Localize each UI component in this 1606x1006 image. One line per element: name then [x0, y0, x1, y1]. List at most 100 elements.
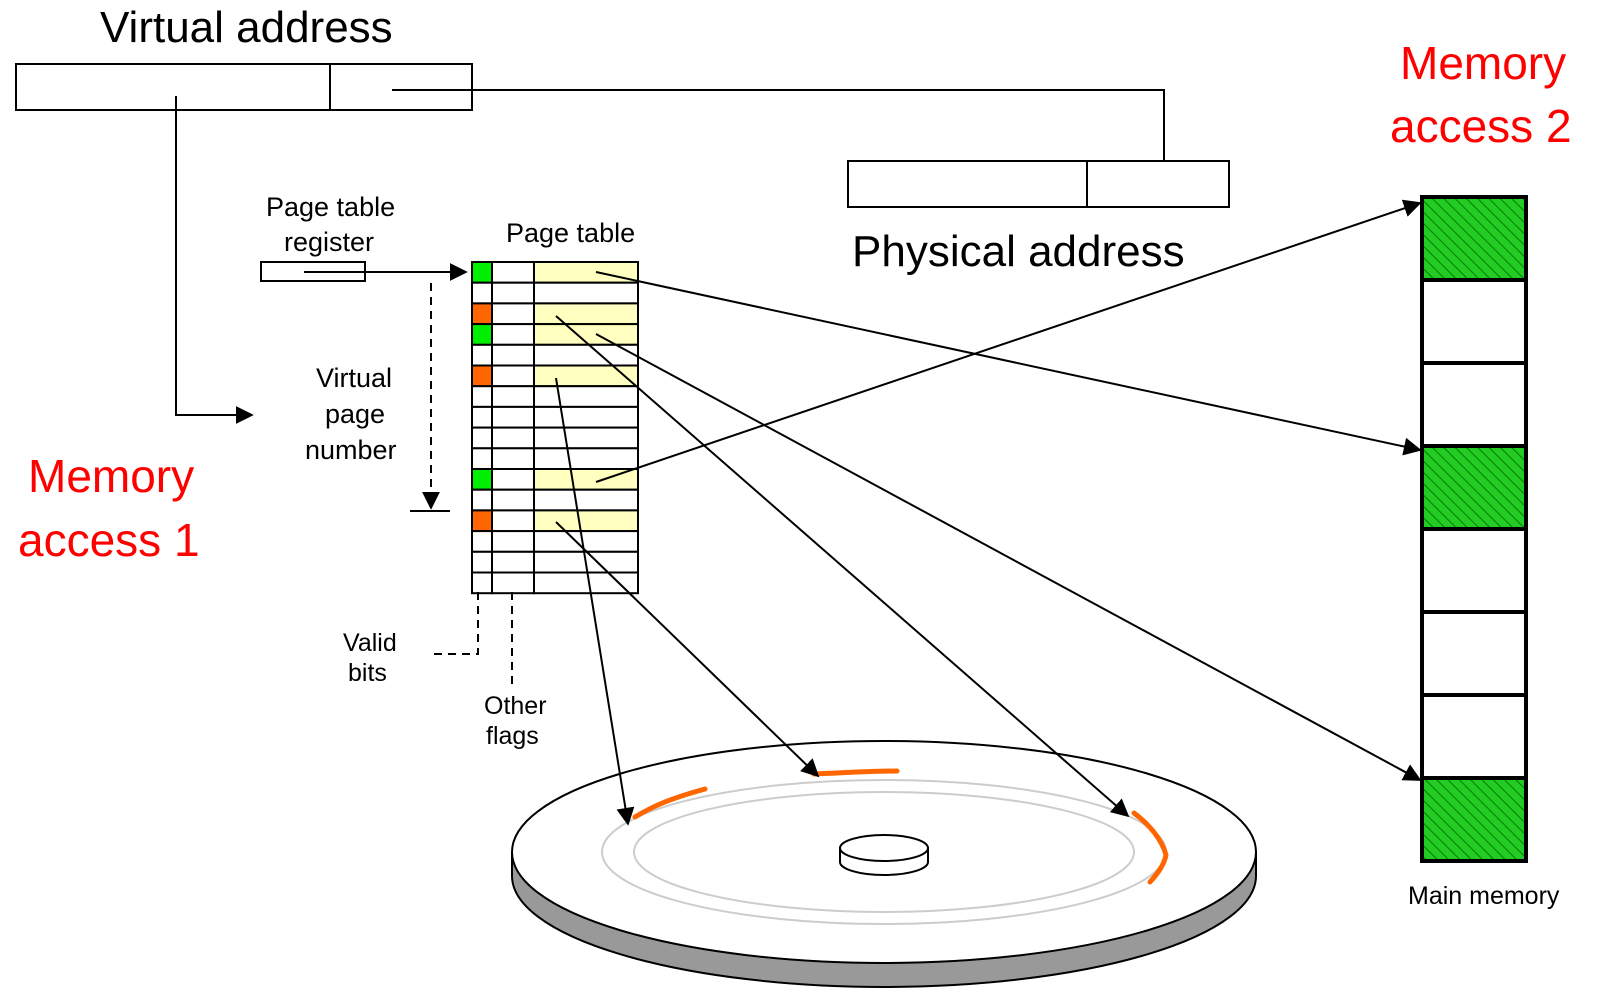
page-table-entry	[471, 405, 639, 429]
flags-cell	[491, 261, 535, 284]
vpn-label-line3: number	[305, 435, 397, 465]
memory-frame-free	[1420, 361, 1528, 448]
frame-number-cell	[533, 405, 639, 429]
flags-cell	[491, 364, 535, 388]
memory-frame-free	[1420, 693, 1528, 780]
flags-cell	[491, 571, 535, 595]
flags-cell	[491, 426, 535, 450]
frame-number-cell	[533, 571, 639, 595]
memory-access-1-label-line1: Memory	[28, 450, 194, 502]
offset-arrow	[392, 89, 1173, 192]
valid-bits-label-line2: bits	[348, 659, 387, 687]
memory-frame-free	[1420, 278, 1528, 365]
memory-access-2-label-line2: access 2	[1390, 100, 1572, 152]
frame-number-cell	[533, 302, 639, 326]
page-table-entry	[471, 468, 639, 491]
other-flags-label-line2: flags	[486, 722, 539, 750]
memory-frame-free	[1420, 610, 1528, 697]
disk-track-inner	[633, 791, 1135, 913]
valid-bit-cell	[471, 530, 493, 553]
valid-bit-cell	[471, 426, 493, 450]
mapping-arrows	[555, 199, 1422, 826]
memory-frame-used	[1420, 776, 1528, 863]
virtual-address-box	[15, 63, 473, 111]
valid-bit-cell	[471, 509, 493, 533]
frame-number-cell	[533, 509, 639, 533]
page-table	[471, 261, 639, 595]
page-table-entry	[471, 550, 639, 574]
valid-bit-cell	[471, 323, 493, 346]
flags-cell	[491, 281, 535, 305]
frame-number-cell	[533, 530, 639, 553]
frame-number-cell	[533, 447, 639, 470]
disk-page-segment-1	[632, 786, 708, 820]
frame-number-cell	[533, 261, 639, 284]
valid-bit-cell	[471, 447, 493, 470]
disk-page-segment-2	[811, 768, 900, 777]
memory-access-2-label-line1: Memory	[1400, 37, 1566, 89]
flags-cell	[491, 488, 535, 512]
valid-bit-cell	[471, 343, 493, 367]
valid-bit-cell	[471, 302, 493, 326]
memory-frame-free	[1420, 527, 1528, 614]
valid-bit-cell	[471, 468, 493, 491]
valid-bit-cell	[471, 550, 493, 574]
valid-bit-cell	[471, 261, 493, 284]
page-table-entry	[471, 571, 639, 595]
valid-bit-cell	[471, 488, 493, 512]
page-table-entry	[471, 385, 639, 408]
flags-cell	[491, 343, 535, 367]
disk-spindle	[839, 834, 929, 876]
map-arrow-entry10-to-frame0	[595, 199, 1422, 483]
other-flags-label-line1: Other	[484, 692, 547, 720]
map-arrow-entry12-to-disk	[555, 521, 820, 778]
disk	[511, 740, 1257, 988]
frame-number-cell	[533, 488, 639, 512]
frame-number-cell	[533, 364, 639, 388]
page-table-entry	[471, 302, 639, 326]
page-table-entry	[471, 530, 639, 553]
flags-cell	[491, 447, 535, 470]
physical-address-title: Physical address	[852, 227, 1185, 276]
flags-cell	[491, 385, 535, 408]
valid-bit-cell	[471, 364, 493, 388]
page-table-entry	[471, 426, 639, 450]
ptr-label-line1: Page table	[266, 192, 395, 222]
page-table-entry	[471, 261, 639, 284]
frame-number-cell	[533, 426, 639, 450]
memory-frame-used	[1420, 444, 1528, 531]
vpn-label-line2: page	[325, 399, 385, 429]
page-table-entry	[471, 364, 639, 388]
vpn-label-line1: Virtual	[316, 363, 392, 393]
flags-cell	[491, 468, 535, 491]
valid-bit-cell	[471, 385, 493, 408]
page-table-entry	[471, 447, 639, 470]
flags-cell	[491, 509, 535, 533]
disk-page-segment-3	[1131, 810, 1169, 885]
flags-cell	[491, 323, 535, 346]
flags-cell	[491, 302, 535, 326]
main-memory-label: Main memory	[1408, 882, 1560, 910]
virtual-address-title: Virtual address	[100, 3, 393, 52]
memory-frame-used	[1420, 195, 1528, 282]
page-table-entry	[471, 488, 639, 512]
map-arrow-entry3-to-frame7	[595, 333, 1422, 781]
page-table-entry	[471, 281, 639, 305]
frame-number-cell	[533, 385, 639, 408]
map-arrow-entry5-to-disk	[555, 377, 635, 826]
flags-cell	[491, 405, 535, 429]
ptr-label-line2: register	[284, 227, 374, 257]
vpn-arrow	[175, 96, 254, 424]
valid-bit-cell	[471, 571, 493, 595]
page-table-entry	[471, 509, 639, 533]
valid-bits-label-line1: Valid	[343, 629, 397, 657]
flags-cell	[491, 530, 535, 553]
valid-bit-cell	[471, 405, 493, 429]
flags-cell	[491, 550, 535, 574]
valid-bits-leader	[428, 592, 479, 655]
page-table-entry	[471, 323, 639, 346]
frame-number-cell	[533, 281, 639, 305]
valid-bit-cell	[471, 281, 493, 305]
main-memory	[1420, 195, 1528, 863]
